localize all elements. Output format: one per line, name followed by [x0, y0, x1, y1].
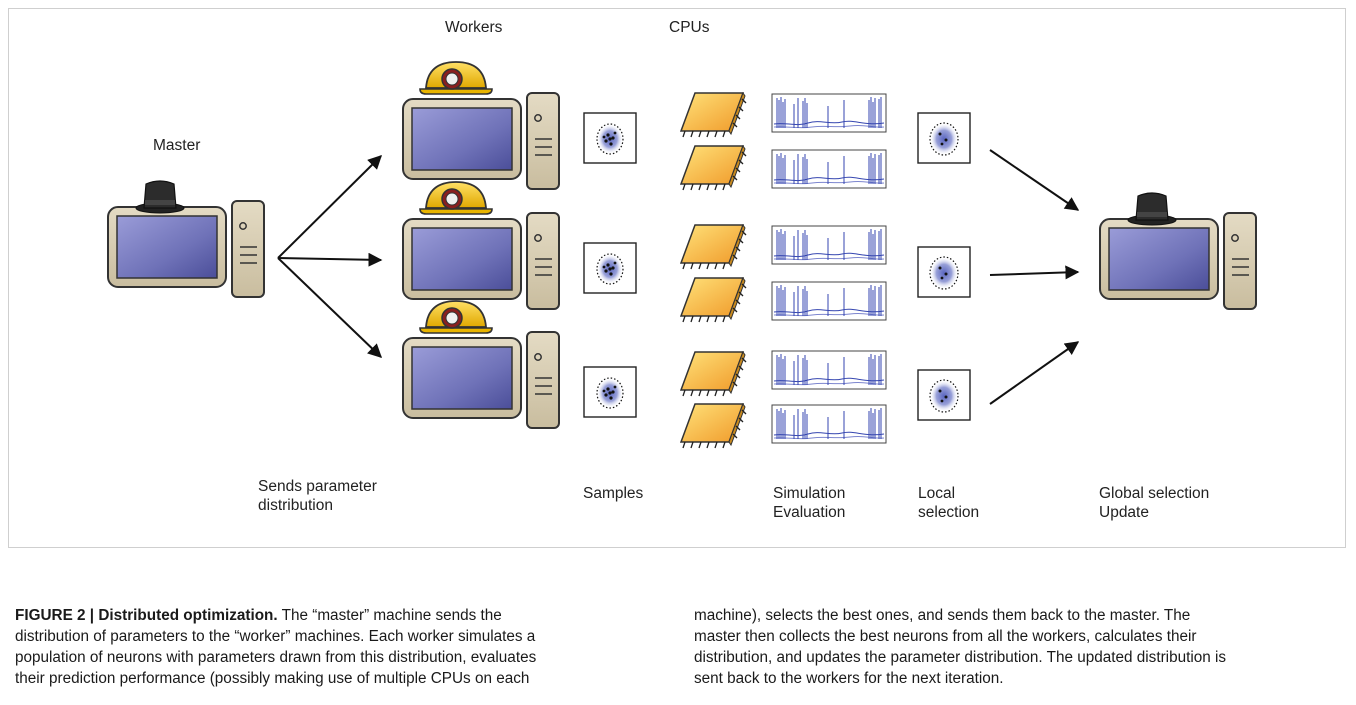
sample-box: [583, 242, 637, 294]
arrow: [989, 341, 1080, 405]
worker-computer: [402, 331, 560, 429]
figure-label: FIGURE 2 | Distributed optimization.: [15, 607, 278, 624]
arrow: [277, 252, 383, 267]
cpu-chip-icon: [680, 145, 747, 191]
sample-box: [583, 366, 637, 418]
cpu-chip-icon: [680, 224, 747, 270]
local-selection-box: [917, 246, 971, 298]
simulation-trace: [771, 281, 887, 321]
distributed-optimization-diagram: [107, 61, 1257, 449]
master-computer: [107, 200, 265, 298]
simulation-trace: [771, 350, 887, 390]
label-local-selection: Local selection: [918, 485, 980, 521]
cpu-chip-icon: [680, 92, 747, 138]
cpu-chip-icon: [680, 351, 747, 397]
figure-frame: [8, 8, 1346, 548]
hard-hat-icon: [419, 61, 493, 95]
label-samples: Samples: [583, 485, 644, 502]
global-master-computer: [1099, 212, 1257, 310]
simulation-trace: [771, 149, 887, 189]
label-simulation-evaluation: Simulation Evaluation: [773, 485, 846, 521]
sample-box: [583, 112, 637, 164]
label-workers: Workers: [445, 19, 503, 36]
worker-computer: [402, 92, 560, 190]
cpu-chip-icon: [680, 277, 747, 323]
local-selection-box: [917, 112, 971, 164]
hard-hat-icon: [419, 181, 493, 215]
caption-column-left: FIGURE 2 | Distributed optimization. The…: [15, 605, 561, 689]
simulation-trace: [771, 404, 887, 444]
arrow: [277, 257, 383, 358]
label-master: Master: [153, 137, 201, 154]
label-sends-parameter-distribution: Sends parameter distribution: [258, 478, 377, 514]
arrow: [989, 265, 1080, 280]
hard-hat-icon: [419, 300, 493, 334]
simulation-trace: [771, 225, 887, 265]
label-global-selection-update: Global selection Update: [1099, 485, 1210, 521]
cpu-chip-icon: [680, 403, 747, 449]
simulation-trace: [771, 93, 887, 133]
local-selection-box: [917, 369, 971, 421]
top-hat-icon: [135, 180, 185, 214]
top-hat-icon: [1127, 192, 1177, 226]
caption-column-right: machine), selects the best ones, and sen…: [694, 605, 1240, 689]
caption-text-continued: machine), selects the best ones, and sen…: [694, 607, 1227, 687]
caption-text: The “master” machine sends the distribut…: [15, 607, 537, 687]
arrow: [277, 155, 382, 259]
arrow: [989, 149, 1080, 211]
label-cpus: CPUs: [669, 19, 710, 36]
worker-computer: [402, 212, 560, 310]
